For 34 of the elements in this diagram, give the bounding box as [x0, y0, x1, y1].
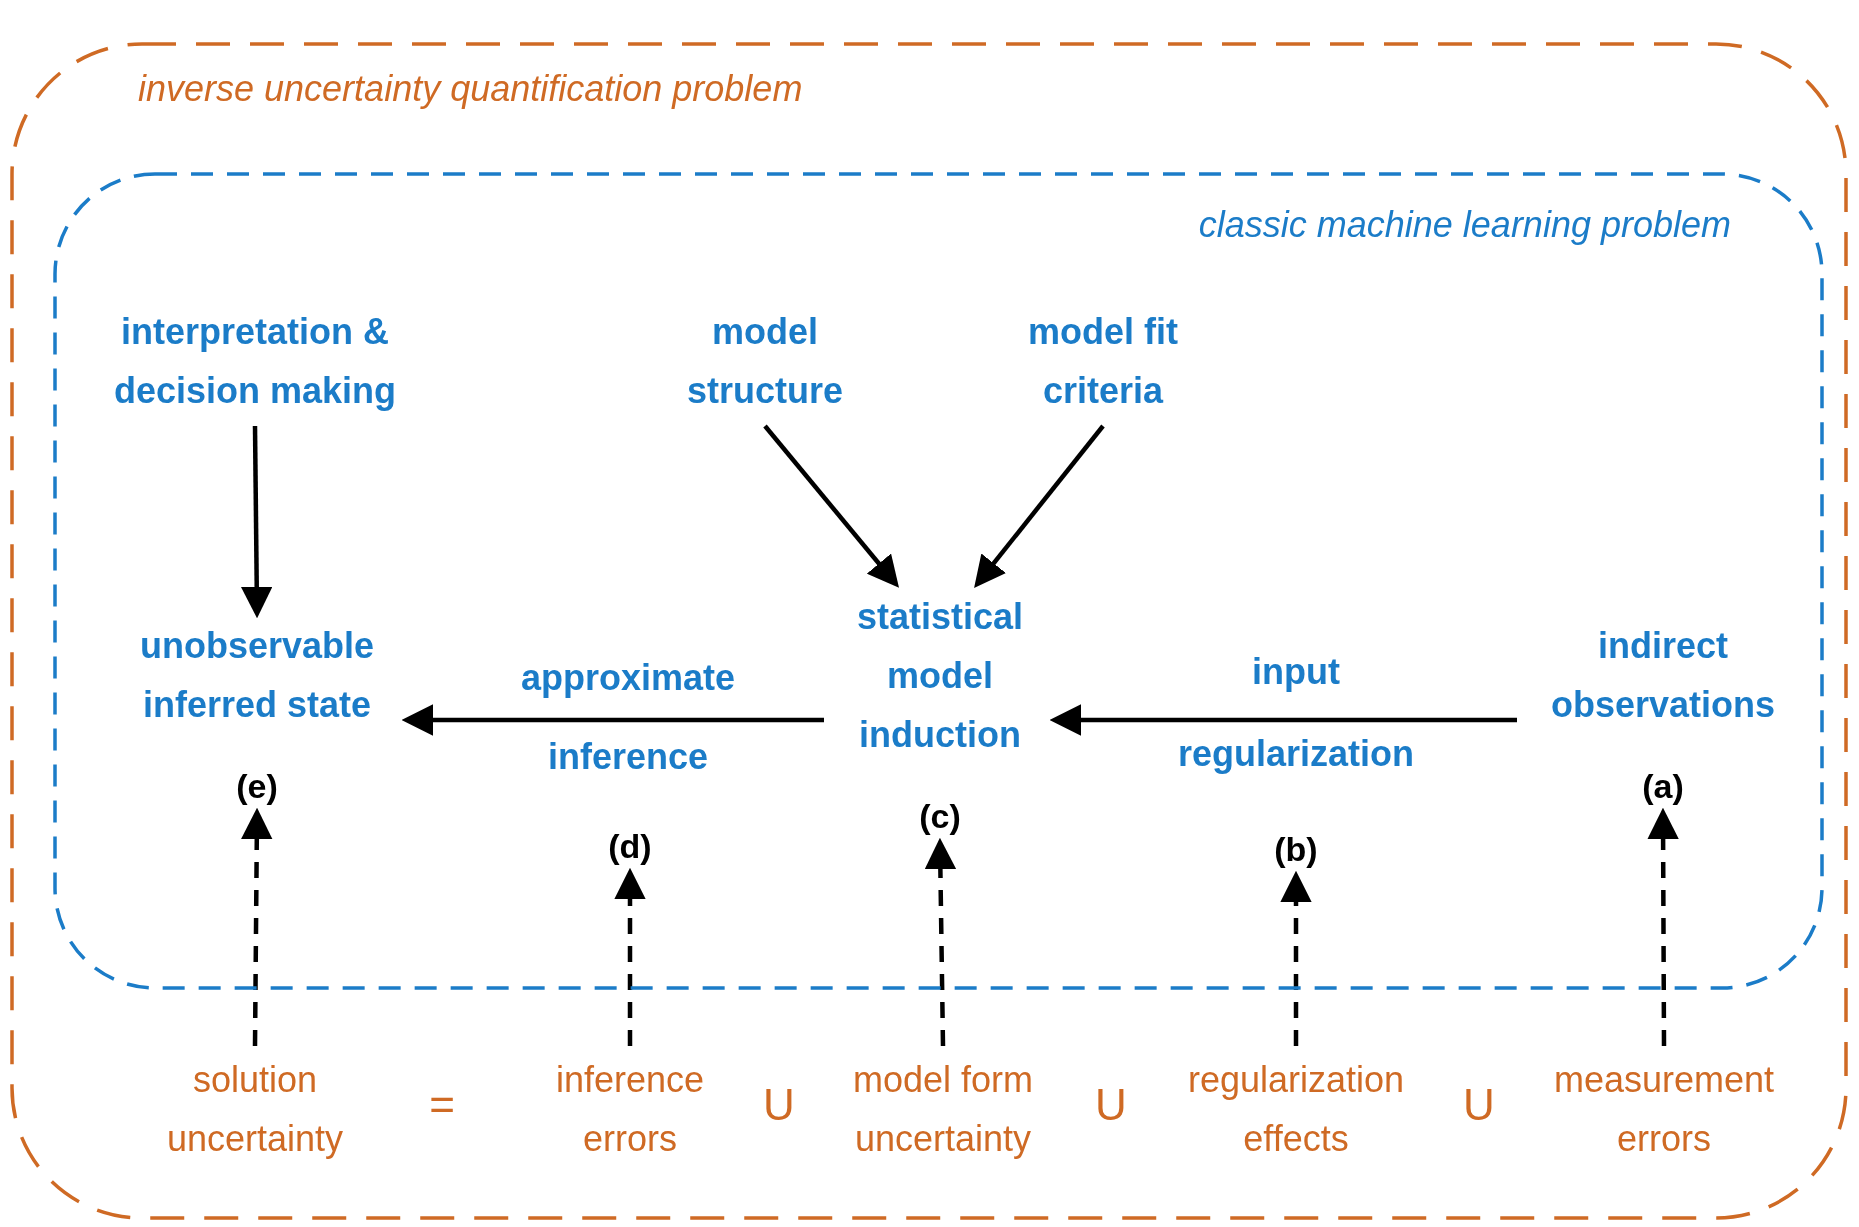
arrow	[1049, 704, 1517, 736]
group-title: classic machine learning problem	[1198, 203, 1731, 247]
step-marker: (b)	[1266, 827, 1326, 871]
dashed-arrow	[241, 807, 273, 1047]
node-label: model fit criteria	[993, 302, 1213, 420]
step-marker: (d)	[600, 824, 660, 868]
uncertainty-label: regularization effects	[1146, 1050, 1446, 1168]
uncertainty-label: measurement errors	[1514, 1050, 1814, 1168]
node-label: interpretation & decision making	[85, 302, 425, 420]
set-operator: U	[763, 1079, 795, 1131]
arrow	[241, 425, 273, 619]
edge-label: approximate inference	[519, 656, 737, 779]
uncertainty-label: inference errors	[510, 1050, 750, 1168]
set-operator: U	[1463, 1079, 1495, 1131]
arrow	[974, 424, 1105, 588]
arrow	[401, 704, 824, 736]
uncertainty-label: solution uncertainty	[105, 1050, 405, 1168]
node-label: statistical model induction	[830, 587, 1050, 764]
step-marker: (a)	[1633, 764, 1693, 808]
node-label: indirect observations	[1523, 616, 1803, 734]
node-label: model structure	[655, 302, 875, 420]
uncertainty-label: model form uncertainty	[793, 1050, 1093, 1168]
group-title: inverse uncertainty quantification problem	[138, 67, 803, 111]
set-operator: =	[429, 1079, 455, 1131]
node-label: unobservable inferred state	[112, 616, 402, 734]
dashed-arrow	[1280, 870, 1312, 1046]
dashed-arrow	[614, 867, 646, 1046]
step-marker: (c)	[910, 794, 970, 838]
arrow	[763, 424, 899, 588]
step-marker: (e)	[227, 764, 287, 808]
dashed-arrow	[1647, 807, 1679, 1046]
set-operator: U	[1095, 1079, 1127, 1131]
dashed-arrow	[924, 837, 957, 1047]
edge-label: input regularization	[1176, 650, 1415, 776]
